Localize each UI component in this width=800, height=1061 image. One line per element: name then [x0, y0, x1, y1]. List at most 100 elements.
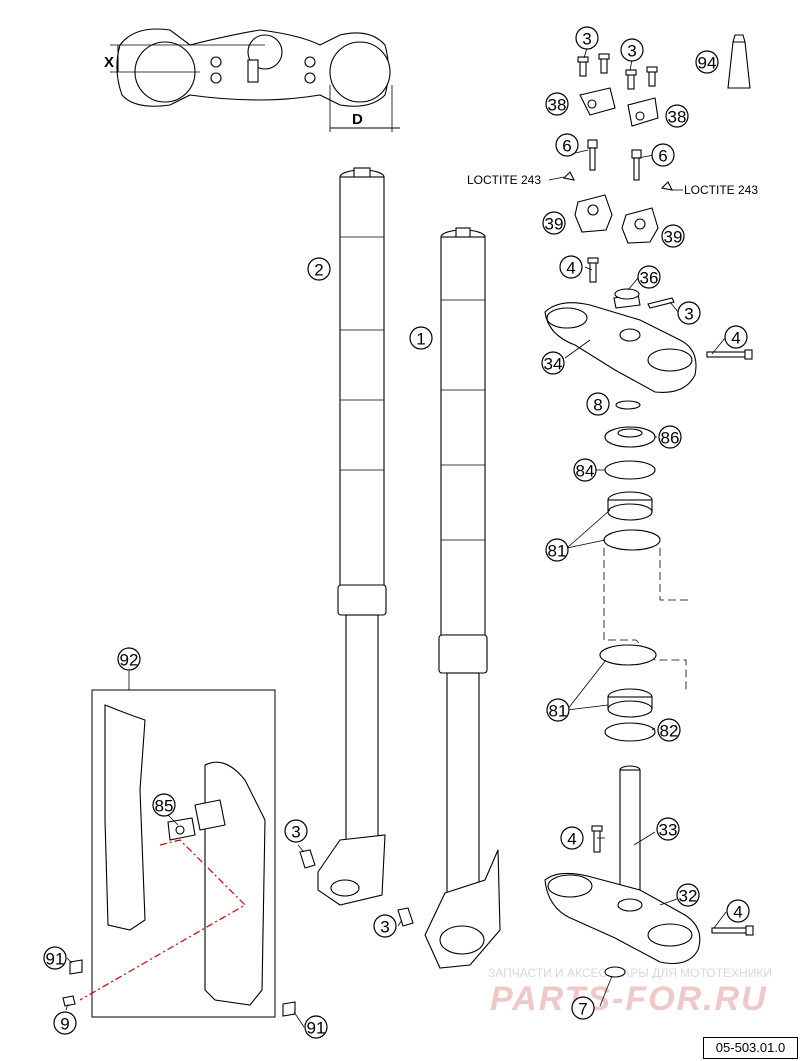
callout-c3b: 3	[620, 38, 644, 62]
callout-number: 86	[661, 429, 680, 448]
watermark-small-text: ЗАПЧАСТИ И АКСЕССУАРЫ ДЛЯ МОТОТЕХНИКИ	[488, 966, 772, 980]
callout-circle	[43, 946, 67, 970]
callout-c81b: 81	[546, 698, 570, 722]
fork-pinch-bolts	[299, 849, 414, 927]
callout-circle	[586, 392, 610, 416]
clamp-caps-38	[579, 87, 659, 127]
callout-c32: 32	[676, 883, 700, 907]
callout-number: 3	[582, 30, 591, 49]
callout-circle	[409, 326, 433, 350]
steering-bearing-stack	[599, 400, 690, 742]
handlebar-risers-39	[574, 194, 659, 244]
callout-c38b: 38	[665, 104, 689, 128]
callout-c92: 92	[117, 647, 141, 671]
callout-c86: 86	[658, 425, 682, 449]
small-bolts-top	[577, 34, 751, 90]
callout-c4d: 4	[726, 899, 750, 923]
callout-circle	[284, 819, 308, 843]
callout-number: 1	[416, 330, 425, 349]
fork-guards-92	[62, 689, 296, 1018]
callout-circle	[541, 351, 565, 375]
callout-number: 94	[698, 54, 717, 73]
callout-circle	[373, 914, 397, 938]
callout-c82: 82	[657, 718, 681, 742]
callout-circle	[676, 883, 700, 907]
callout-number: 3	[684, 305, 693, 324]
callout-number: 85	[155, 797, 174, 816]
drawing-code-label: 05-503.01.0	[703, 1037, 798, 1059]
callout-circle	[620, 38, 644, 62]
callout-circle	[545, 92, 569, 116]
callout-number: 32	[679, 887, 698, 906]
callout-c94: 94	[695, 50, 719, 74]
callout-number: 38	[668, 108, 687, 127]
callout-c3e: 3	[373, 914, 397, 938]
callout-number: 82	[660, 722, 679, 741]
callout-number: 4	[567, 830, 576, 849]
callout-number: 4	[566, 259, 575, 278]
callout-circle	[657, 718, 681, 742]
callout-c1: 1	[409, 326, 433, 350]
watermark-big-text: PARTS-FOR.RU	[490, 980, 768, 1018]
dimension-d-label: D	[352, 111, 363, 128]
dimension-x-label: X	[104, 54, 114, 71]
callout-circle	[555, 133, 579, 157]
loctite-note-left: LOCTITE 243	[467, 173, 541, 187]
callout-c91b: 91	[304, 1015, 328, 1039]
watermark: ЗАПЧАСТИ И АКСЕССУАРЫ ДЛЯ МОТОТЕХНИКИ PA…	[488, 966, 772, 1018]
callout-circle	[677, 301, 701, 325]
callout-circle	[571, 996, 595, 1020]
callout-circle	[545, 538, 569, 562]
callout-c2: 2	[307, 257, 331, 281]
callout-number: 36	[640, 269, 659, 288]
callout-circle	[542, 211, 566, 235]
callout-number: 84	[576, 462, 595, 481]
callout-c9: 9	[53, 1011, 77, 1035]
callout-number: 6	[658, 147, 667, 166]
lower-triple-clamp-32	[544, 765, 754, 978]
callout-c7: 7	[571, 996, 595, 1020]
callout-number: 3	[380, 918, 389, 937]
fork-leg-2	[317, 167, 387, 906]
callout-number: 39	[664, 228, 683, 247]
callout-number: 7	[578, 1000, 587, 1019]
callout-c39b: 39	[661, 224, 685, 248]
leader-lines	[65, 47, 727, 1028]
callout-c6a: 6	[555, 133, 579, 157]
callout-number: 34	[544, 355, 563, 374]
callouts: 3394383866393943634348868481818221928533…	[43, 26, 750, 1039]
callout-circle	[656, 817, 680, 841]
callout-circle	[726, 899, 750, 923]
callout-number: 39	[545, 215, 564, 234]
callout-c91a: 91	[43, 946, 67, 970]
callout-number: 91	[46, 950, 65, 969]
callout-number: 91	[307, 1019, 326, 1038]
callout-c6b: 6	[651, 143, 675, 167]
callout-c84: 84	[573, 458, 597, 482]
callout-number: 92	[120, 651, 139, 670]
callout-number: 81	[549, 702, 568, 721]
callout-circle	[573, 458, 597, 482]
callout-circle	[695, 50, 719, 74]
triple-clamp-dimension-view: X D	[104, 28, 400, 132]
callout-circle	[53, 1011, 77, 1035]
callout-number: 38	[548, 96, 567, 115]
callout-number: 8	[593, 396, 602, 415]
callout-circle	[651, 143, 675, 167]
callout-c33: 33	[656, 817, 680, 841]
callout-circle	[117, 647, 141, 671]
callout-circle	[546, 698, 570, 722]
callout-number: 4	[731, 329, 740, 348]
upper-triple-clamp-34	[544, 257, 753, 393]
callout-c4a: 4	[559, 255, 583, 279]
fork-leg-1	[424, 227, 501, 969]
callout-c4c: 4	[560, 826, 584, 850]
callout-c81a: 81	[545, 538, 569, 562]
callout-c4b: 4	[724, 325, 748, 349]
callout-number: 4	[733, 903, 742, 922]
callout-circle	[575, 26, 599, 50]
callout-c36: 36	[637, 265, 661, 289]
callout-c3d: 3	[284, 819, 308, 843]
callout-number: 3	[627, 42, 636, 61]
